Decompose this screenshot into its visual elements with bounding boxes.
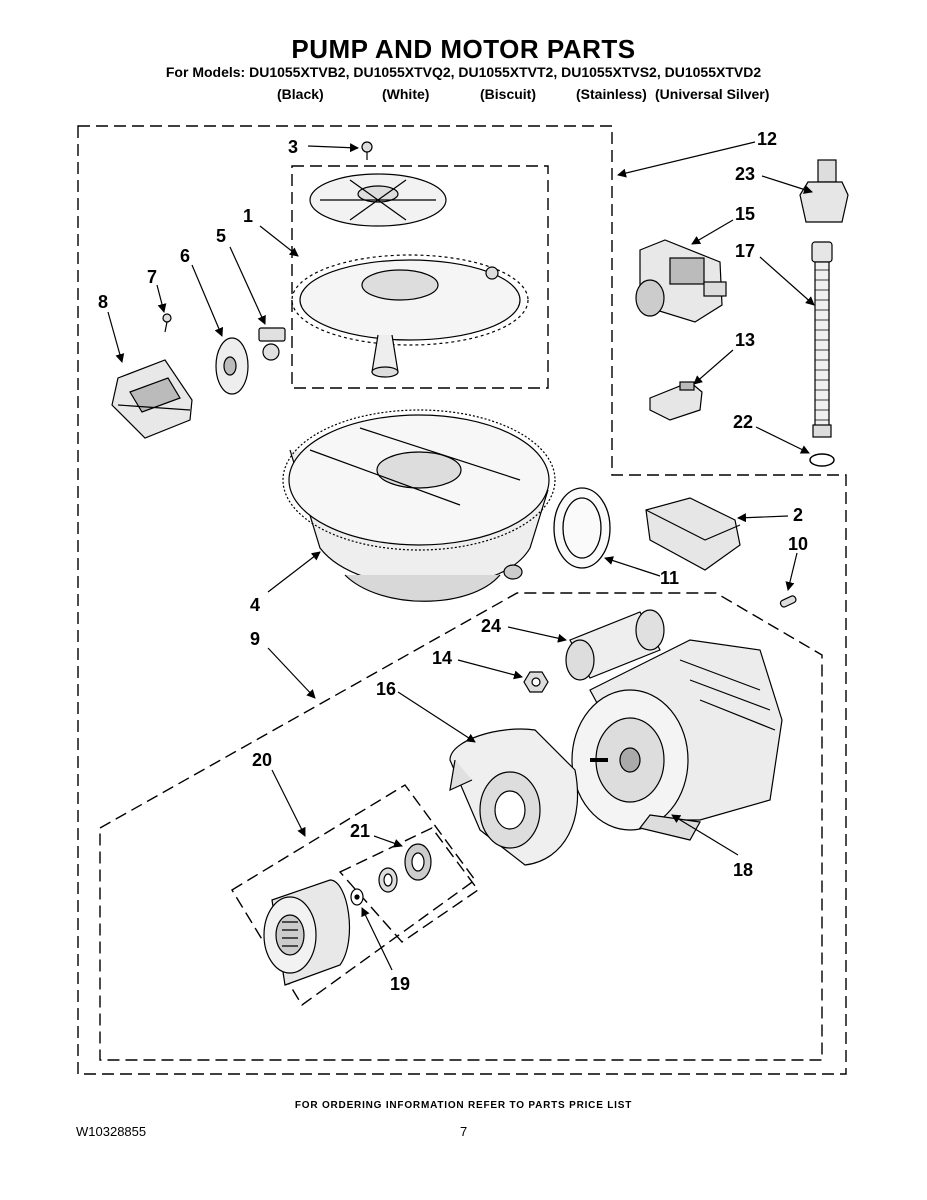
- part-1-filter-assembly: [291, 173, 529, 378]
- leader-21: [373, 835, 403, 848]
- callout-23: 23: [735, 164, 755, 184]
- leader-12: [617, 141, 756, 178]
- leader-20: [271, 769, 306, 837]
- leader-18: [671, 814, 739, 856]
- leader-11: [604, 556, 661, 577]
- leader-19: [361, 907, 393, 971]
- callout-16: 16: [376, 679, 396, 699]
- callout-11: 11: [660, 568, 679, 588]
- callout-1: 1: [243, 206, 253, 226]
- part-18-motor: [571, 639, 783, 841]
- leader-23: [761, 175, 813, 194]
- callout-22: 22: [733, 412, 753, 432]
- callout-8: 8: [98, 292, 108, 312]
- document-number: W10328855: [76, 1124, 147, 1139]
- callout-10: 10: [788, 534, 808, 554]
- callout-24: 24: [481, 616, 501, 636]
- leader-14: [457, 659, 523, 680]
- leader-2: [737, 513, 789, 523]
- part-24-capacitor: [565, 609, 665, 681]
- filter-assembly-outline: [291, 165, 549, 389]
- callout-9: 9: [250, 629, 260, 649]
- callout-3: 3: [288, 137, 298, 157]
- part-16-pump-cover: [449, 728, 579, 866]
- leader-8: [107, 311, 125, 363]
- part-22-clamp: [809, 453, 835, 467]
- callout-14: 14: [432, 648, 452, 668]
- finish-stainless: (Stainless): [576, 86, 647, 102]
- part-6-disc: [215, 337, 249, 395]
- callout-6: 6: [180, 246, 190, 266]
- part-19-washer: [350, 888, 364, 906]
- callout-21: 21: [350, 821, 370, 841]
- part-10-screw: [779, 595, 797, 608]
- callout-5: 5: [216, 226, 226, 246]
- leader-10: [785, 552, 798, 591]
- part-7-screw: [162, 313, 172, 333]
- finish-white: (White): [382, 86, 430, 102]
- part-8-diverter-housing: [111, 359, 193, 439]
- leader-9: [267, 647, 316, 699]
- callout-4: 4: [250, 595, 260, 615]
- leader-3: [307, 143, 359, 153]
- model-list: For Models: DU1055XTVB2, DU1055XTVQ2, DU…: [165, 64, 762, 80]
- finish-biscuit: (Biscuit): [480, 86, 536, 102]
- leader-13: [693, 349, 734, 385]
- finish-black: (Black): [277, 86, 324, 102]
- part-13-clip: [649, 381, 703, 421]
- part-2-pad: [645, 497, 741, 571]
- main-assembly-outline: [77, 125, 847, 1075]
- page-title: PUMP AND MOTOR PARTS: [291, 34, 636, 64]
- leader-6: [191, 264, 224, 337]
- leader-1: [259, 225, 299, 257]
- seal-subassembly-outline: [338, 827, 479, 943]
- callout-15: 15: [735, 204, 755, 224]
- part-14-nut: [523, 671, 549, 693]
- leader-7: [156, 284, 167, 313]
- leader-15: [691, 219, 734, 245]
- part-17-drain-hose: [811, 241, 833, 438]
- leader-22: [755, 426, 810, 454]
- callout-12: 12: [757, 129, 777, 149]
- leader-16: [397, 691, 476, 743]
- part-20-impeller: [263, 879, 351, 986]
- part-3-screw: [361, 141, 373, 160]
- part-21-seal: [378, 843, 432, 893]
- leader-4: [267, 551, 321, 593]
- callout-18: 18: [733, 860, 753, 880]
- part-5-tab: [258, 327, 286, 361]
- motor-assembly-outline: [99, 592, 823, 1061]
- leader-24: [507, 626, 567, 643]
- callout-7: 7: [147, 267, 157, 287]
- part-4-pump-housing: [282, 409, 556, 602]
- callout-17: 17: [735, 241, 755, 261]
- leader-5: [229, 246, 266, 325]
- callout-13: 13: [735, 330, 755, 350]
- callout-19: 19: [390, 974, 410, 994]
- callout-20: 20: [252, 750, 272, 770]
- part-15-drain-pump: [635, 239, 727, 323]
- finish-universal-silver: (Universal Silver): [655, 86, 770, 102]
- ordering-note: FOR ORDERING INFORMATION REFER TO PARTS …: [294, 1100, 633, 1111]
- callout-2: 2: [793, 505, 803, 525]
- page-number: 7: [460, 1124, 468, 1139]
- part-11-gasket: [553, 487, 611, 569]
- leader-17: [759, 256, 815, 306]
